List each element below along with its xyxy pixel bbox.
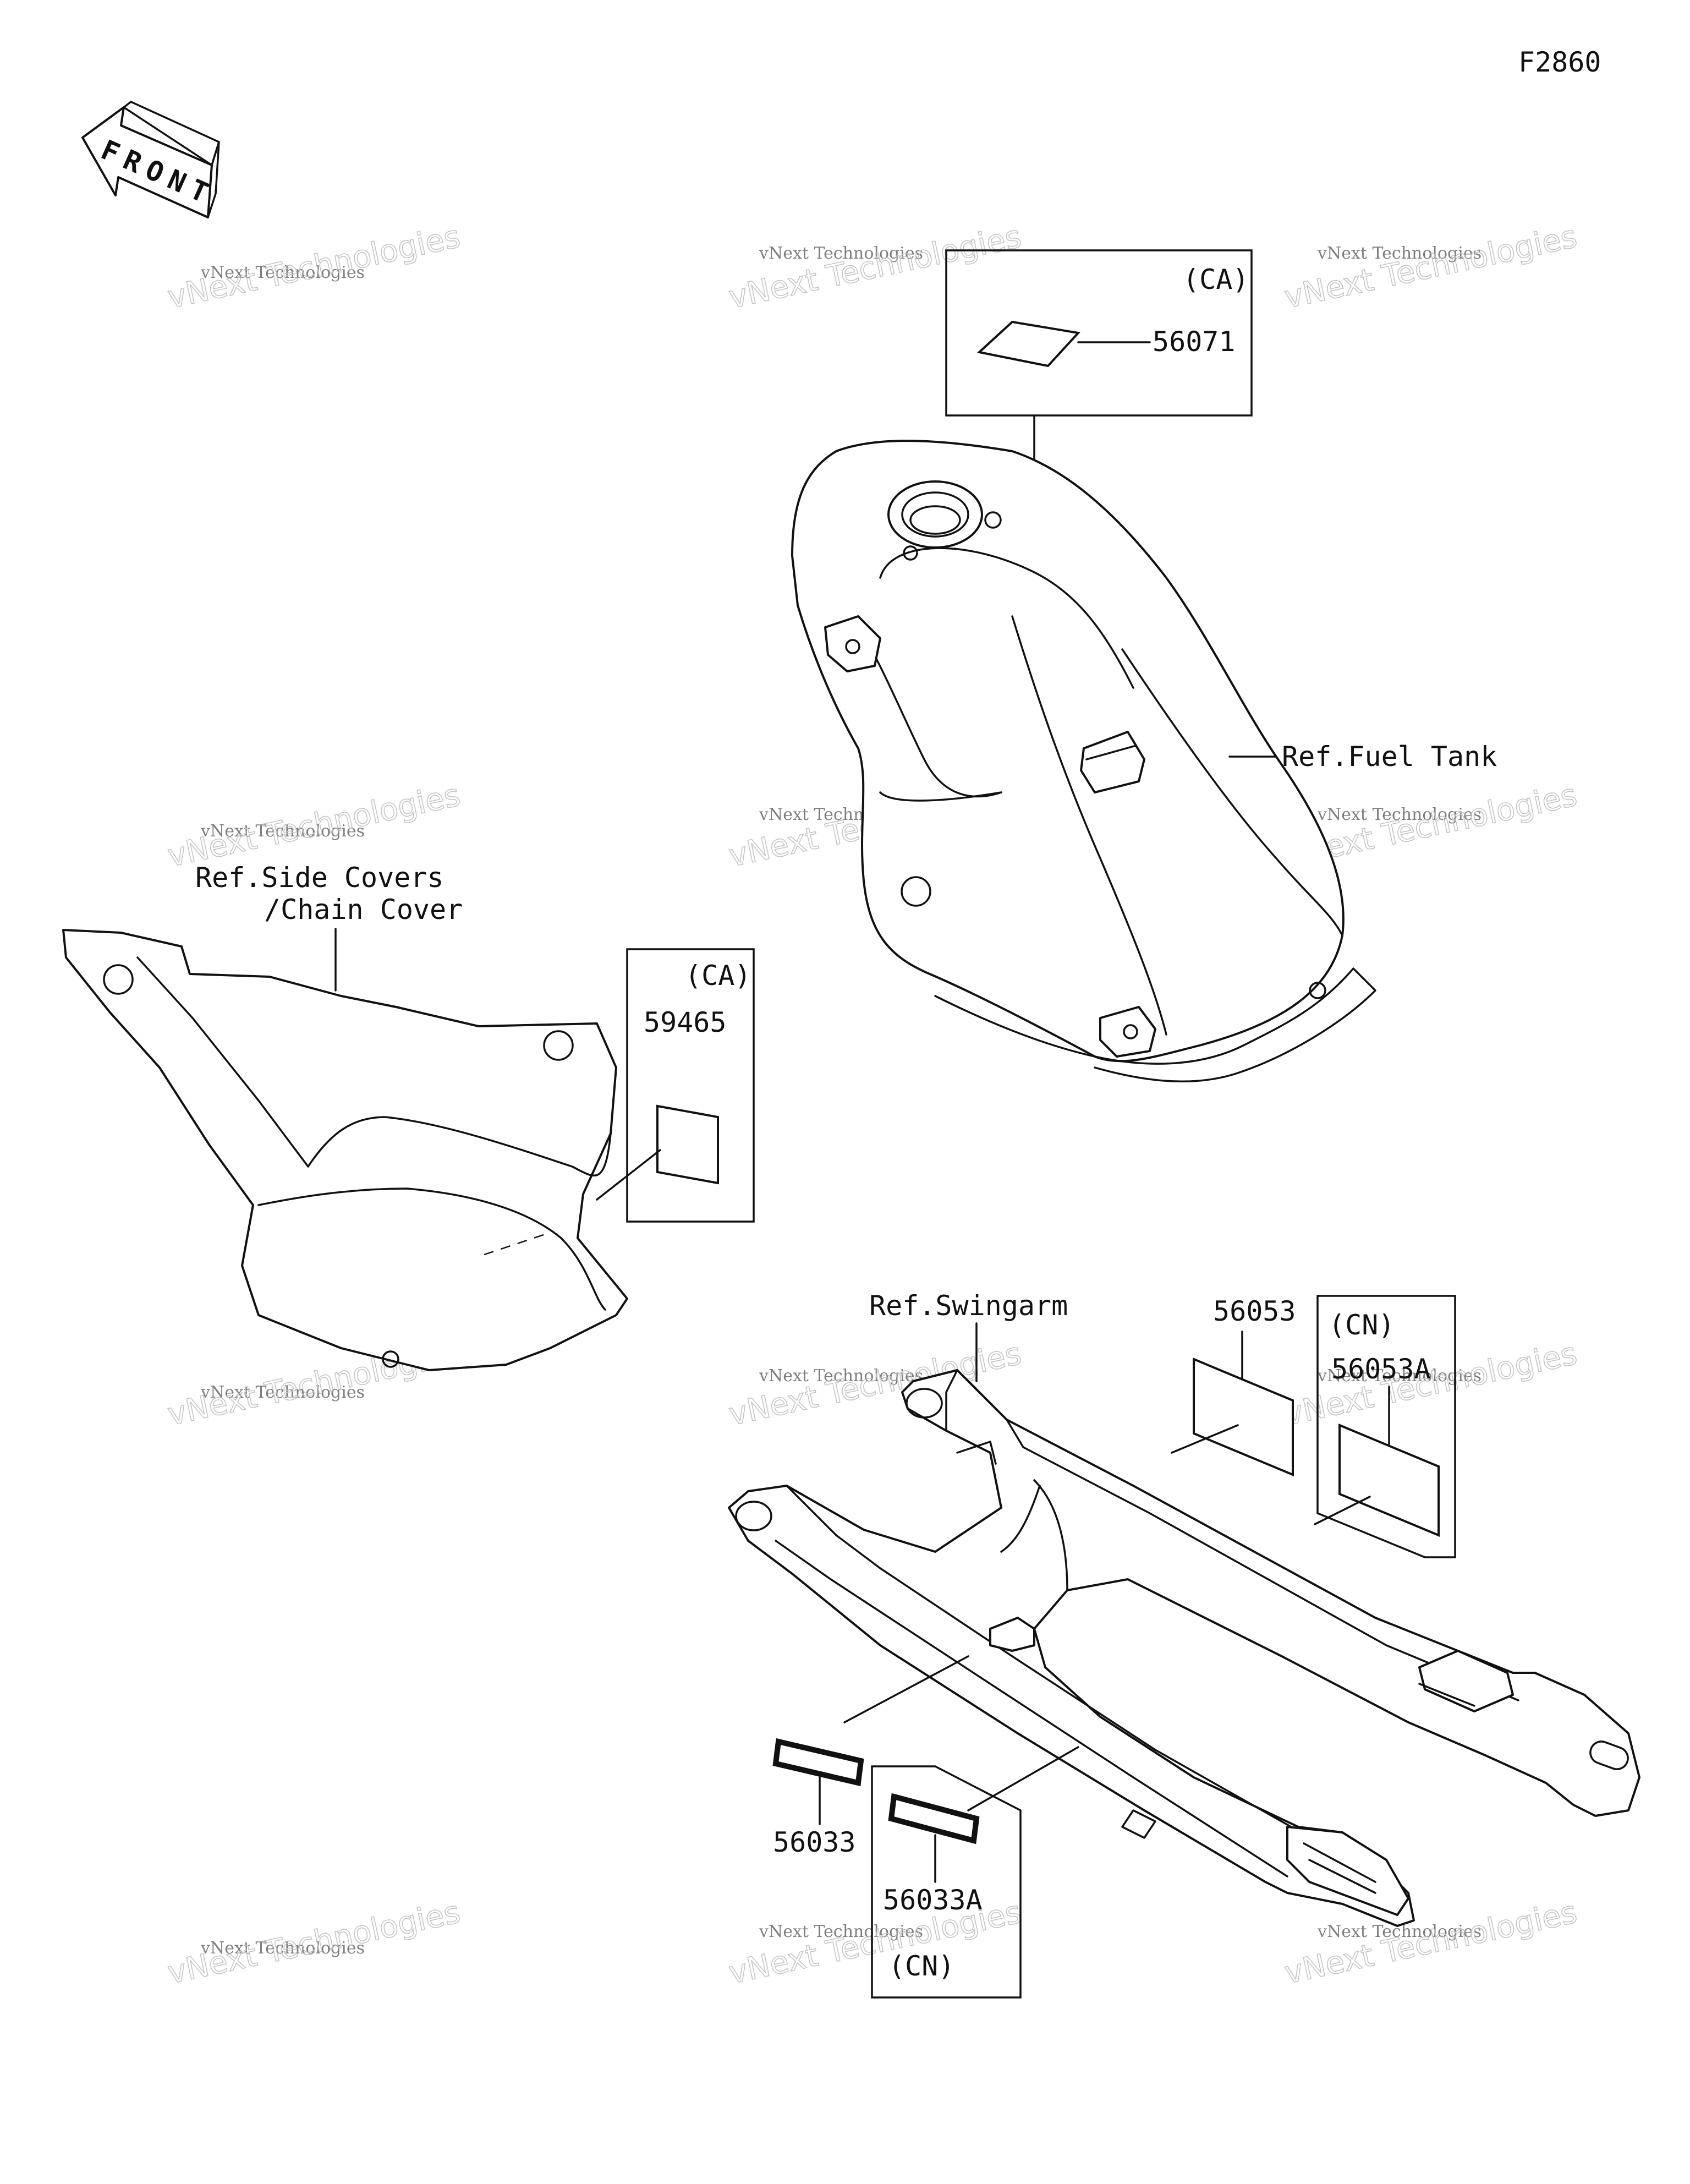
svg-text:vNext Technologies: vNext Technologies	[200, 822, 365, 841]
fuel-tank-callout-box: (CA) 56071	[945, 249, 1253, 417]
watermark: vNext Technologies vNext Technologies	[164, 777, 464, 875]
swingarm-bottom-cn-callout-box: 56033A (CN)	[871, 1765, 1022, 1999]
part-number-56053: 56053	[1213, 1295, 1296, 1327]
part-number-56071: 56071	[1153, 326, 1236, 358]
svg-text:vNext Technologies: vNext Technologies	[726, 219, 1024, 316]
ref-chain-cover-label: /Chain Cover	[264, 894, 463, 926]
svg-text:vNext Technologies: vNext Technologies	[759, 1922, 923, 1941]
svg-text:vNext Technologies: vNext Technologies	[759, 244, 923, 263]
ref-fuel-tank-label: Ref.Fuel Tank	[1282, 741, 1497, 773]
svg-text:vNext Technologies: vNext Technologies	[1317, 805, 1482, 824]
svg-text:vNext Technologies: vNext Technologies	[1317, 244, 1482, 263]
svg-text:vNext Technologies: vNext Technologies	[759, 1366, 923, 1386]
decal-56053-icon	[1193, 1358, 1294, 1476]
part-number-59465: 59465	[644, 1006, 727, 1038]
swingarm-cn-callout-box: (CN) 56053A	[1316, 1295, 1456, 1558]
decal-56053A-icon	[1338, 1424, 1440, 1537]
decal-59465-icon	[656, 1104, 719, 1185]
svg-text:vNext Technologies: vNext Technologies	[200, 1939, 365, 1958]
watermark: vNext Technologies vNext Technologies	[1281, 1894, 1581, 1992]
side-cover-box-region: (CA)	[685, 960, 751, 992]
part-number-56033: 56033	[773, 1826, 856, 1858]
fuel-tank-box-region: (CA)	[1183, 264, 1249, 295]
side-cover-callout-box: (CA) 59465	[626, 948, 755, 1223]
front-direction-arrow-icon: FRONT	[81, 101, 220, 218]
ref-side-covers-label: Ref.Side Covers	[195, 862, 444, 894]
part-number-56053A: 56053A	[1331, 1353, 1431, 1385]
figure-code: F2860	[1518, 46, 1601, 78]
ref-swingarm-label: Ref.Swingarm	[869, 1290, 1068, 1322]
side-cover-part	[62, 929, 628, 1371]
watermark: vNext Technologies vNext Technologies	[164, 218, 464, 316]
decal-56033-icon	[772, 1738, 864, 1787]
watermark: vNext Technologies vNext Technologies	[1281, 218, 1581, 316]
fuel-tank-part	[791, 440, 1376, 1083]
watermark: vNext Technologies vNext Technologies	[726, 218, 1025, 316]
svg-text:vNext Technologies: vNext Technologies	[1317, 1366, 1482, 1386]
swingarm-part	[728, 1369, 1640, 1927]
part-number-56033A: 56033A	[883, 1884, 983, 1916]
svg-text:vNext Technologies: vNext Technologies	[1281, 219, 1580, 316]
watermark: vNext Technologies vNext Technologies	[1281, 1335, 1581, 1433]
decal-56071-icon	[976, 320, 1080, 368]
svg-text:vNext Technologies: vNext Technologies	[200, 1383, 365, 1402]
swingarm-cn-region: (CN)	[1329, 1309, 1395, 1341]
decal-56033A-icon	[888, 1793, 980, 1844]
watermark: vNext Technologies vNext Technologies	[164, 1894, 464, 1992]
swingarm-bottom-cn-region: (CN)	[888, 1950, 954, 1982]
svg-text:vNext Technologies: vNext Technologies	[200, 263, 365, 282]
svg-text:vNext Technologies: vNext Technologies	[1281, 1895, 1580, 1991]
